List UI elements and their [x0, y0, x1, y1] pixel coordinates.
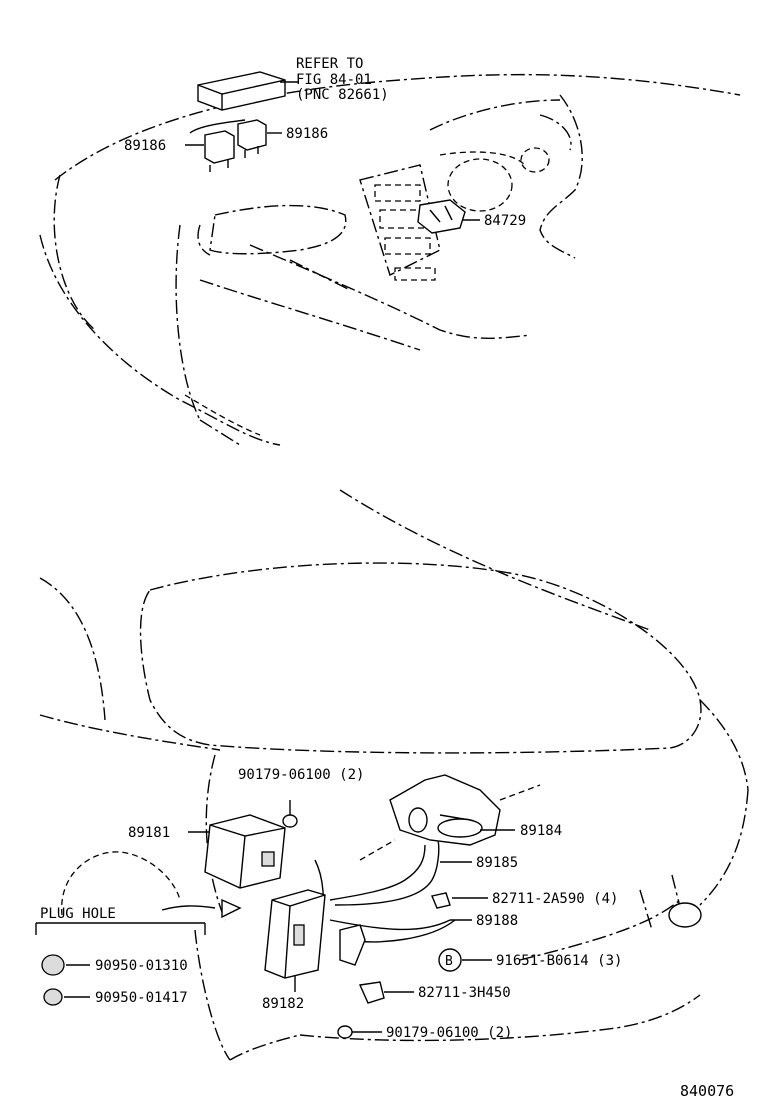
part-90179-06100-top: 90179-06100 (2) — [238, 767, 364, 783]
part-90950-01417: 90950-01417 — [95, 990, 188, 1006]
part-82711-2a590: 82711-2A590 (4) — [492, 891, 618, 907]
refer-to-line2: FIG 84-01 — [296, 72, 372, 88]
trunk-illustration — [39, 489, 749, 1061]
part-90950-01310: 90950-01310 — [95, 958, 188, 974]
part-89185: 89185 — [476, 855, 518, 871]
part-89186-left: 89186 — [124, 138, 166, 154]
part-89181: 89181 — [128, 825, 170, 841]
top-leader-lines — [185, 81, 480, 221]
ref-letter-b: B — [445, 954, 453, 969]
refer-to-line3: (PNC 82661) — [296, 87, 389, 103]
part-89184: 89184 — [520, 823, 562, 839]
bottom-leader-lines — [35, 800, 515, 1033]
part-84729: 84729 — [484, 213, 526, 229]
part-89188: 89188 — [476, 913, 518, 929]
part-82711-3h450: 82711-3H450 — [418, 985, 511, 1001]
part-89186-right: 89186 — [286, 126, 328, 142]
part-89182: 89182 — [262, 996, 304, 1012]
refer-to-line1: REFER TO — [296, 56, 363, 72]
part-91651-b0614: 91651-B0614 (3) — [496, 953, 622, 969]
illustration-number: 840076 — [680, 1082, 734, 1100]
plug-hole-label: PLUG HOLE — [40, 906, 116, 922]
dashboard-illustration — [39, 71, 741, 446]
part-90179-06100-bottom: 90179-06100 (2) — [386, 1025, 512, 1041]
